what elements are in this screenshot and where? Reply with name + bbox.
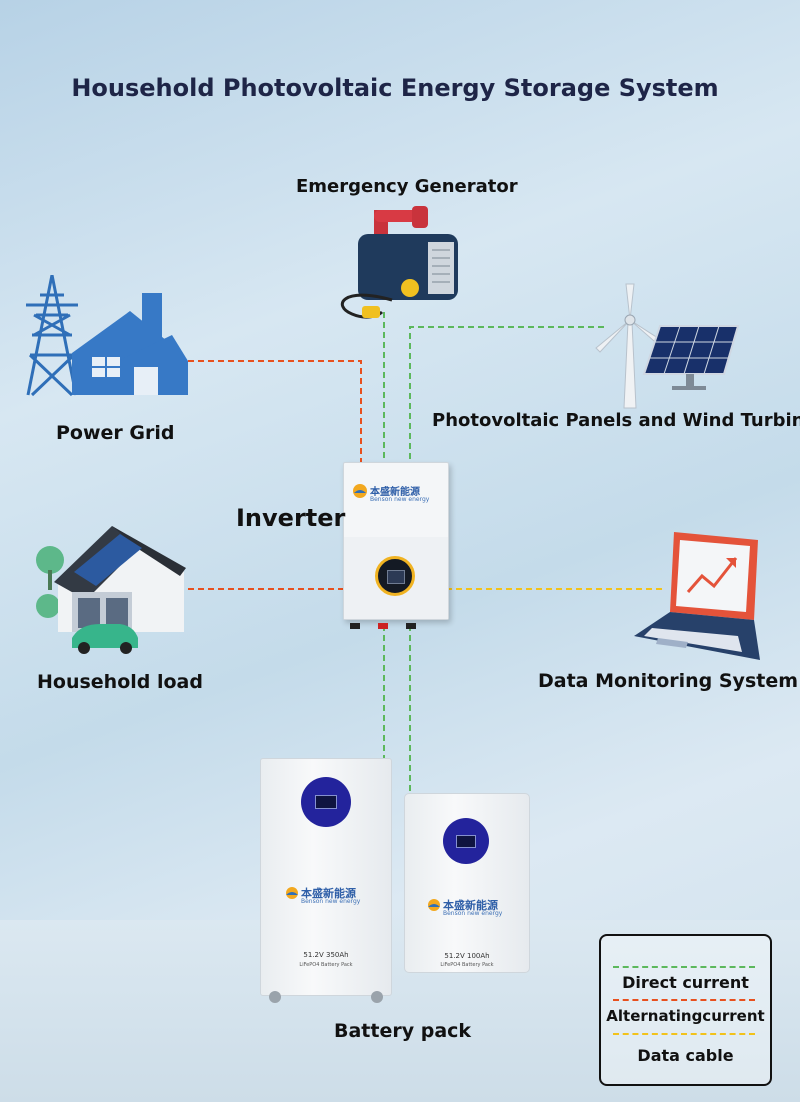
legend: Direct current Alternatingcurrent Data c…	[599, 934, 772, 1086]
brand-logo-icon	[428, 899, 440, 911]
trend-chart-icon	[686, 557, 738, 593]
household-load-label: Household load	[37, 671, 203, 693]
solar-panel-icon	[642, 325, 740, 390]
household-icon	[36, 526, 186, 654]
brand-name-cn: 本盛新能源	[370, 487, 420, 498]
page-title: Household Photovoltaic Energy Storage Sy…	[71, 74, 719, 102]
power-grid-icon	[26, 275, 188, 397]
battery-large-display	[301, 777, 351, 827]
ac-wire-grid	[178, 360, 362, 462]
laptop-monitoring-icon	[634, 532, 760, 660]
brand-name-en: Benson new energy	[301, 898, 361, 905]
pv-wind-icon	[595, 283, 740, 409]
legend-data-line	[613, 1033, 755, 1035]
dc-wire-pv	[409, 326, 604, 462]
inverter-display	[375, 556, 415, 596]
brand-logo-icon	[286, 887, 298, 899]
legend-dc-label: Direct current	[622, 973, 749, 992]
power-grid-label: Power Grid	[56, 422, 175, 444]
brand-name-cn: 本盛新能源	[301, 887, 356, 900]
brand-name-cn: 本盛新能源	[443, 899, 498, 912]
battery-large: 本盛新能源 Benson new energy 51.2V 350Ah LiFe…	[260, 758, 392, 1003]
inverter-label: Inverter	[236, 504, 346, 532]
battery-large-chem: LiFePO4 Battery Pack	[299, 962, 353, 968]
legend-ac-label: Alternatingcurrent	[606, 1007, 765, 1025]
data-monitoring-label: Data Monitoring System	[538, 670, 799, 692]
generator-icon	[340, 206, 458, 319]
legend-dc-line	[613, 966, 755, 968]
legend-data-label: Data cable	[637, 1046, 734, 1065]
battery-small: 本盛新能源 Benson new energy 51.2V 100Ah LiFe…	[404, 793, 530, 973]
battery-large-rating: 51.2V 350Ah	[303, 951, 349, 959]
emergency-generator-label: Emergency Generator	[296, 176, 518, 197]
battery-small-chem: LiFePO4 Battery Pack	[440, 962, 494, 968]
wind-turbine-icon	[623, 321, 637, 409]
brand-logo-icon	[353, 484, 367, 498]
brand-name-en: Benson new energy	[443, 910, 503, 917]
battery-pack-label: Battery pack	[334, 1020, 472, 1042]
brand-name-en: Benson new energy	[370, 496, 430, 503]
pv-wind-label: Photovoltaic Panels and Wind Turbine	[432, 410, 800, 431]
inverter-unit: 本盛新能源 Benson new energy	[343, 462, 449, 629]
electric-car-icon	[72, 624, 138, 648]
battery-small-rating: 51.2V 100Ah	[444, 952, 490, 960]
legend-ac-line	[613, 999, 755, 1001]
battery-small-display	[443, 818, 489, 864]
